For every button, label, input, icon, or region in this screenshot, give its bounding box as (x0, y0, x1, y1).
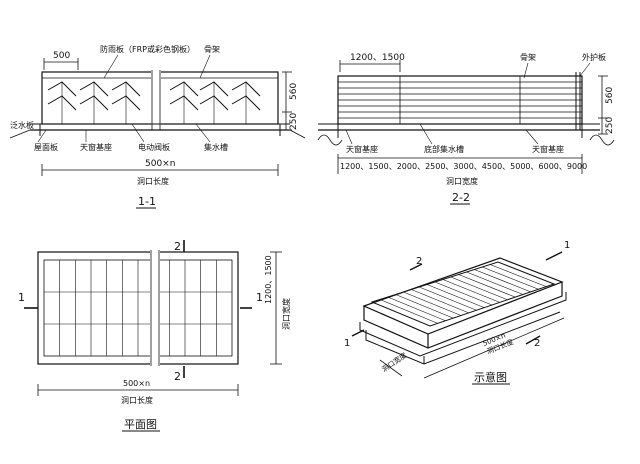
section-title: 1-1 (138, 195, 156, 208)
base-label-right: 天窗基座 (532, 144, 564, 154)
isometric-view: 1 2 1 2 洞口宽度 500×n 洞口长度 示意图 (344, 240, 570, 385)
length-dim-label: 500×n (145, 159, 175, 169)
plan-view: 2 2 1 1 1200、1500 洞口宽度 500×n 洞口长度 平面图 (18, 240, 291, 432)
section-2-2: 1200、1500 骨架 外护板 560 250 天窗基座 底部集水槽 天窗基座 (317, 52, 615, 205)
roof-panel-label: 屋面板 (34, 142, 58, 152)
side-label: 洞口宽度 (281, 298, 291, 330)
iso-louvers (379, 264, 547, 324)
frame-label: 骨架 (204, 45, 220, 54)
section-marker-left: 1 (18, 291, 25, 304)
louver-label: 防雨板（FRP或彩色钢板） (100, 44, 195, 54)
dim-top-label: 1200、1500 (350, 53, 405, 63)
gutter-label: 集水槽 (204, 142, 228, 152)
section-marker-bottom: 2 (174, 370, 181, 383)
valve-label: 电动阀板 (138, 142, 170, 152)
length-dim-label: 500×n (123, 379, 150, 388)
section-1-1: 500 防雨板（FRP或彩色钢板） 骨架 560 250 泛水板 屋面板 (9, 44, 306, 209)
height-560-label: 560 (289, 83, 299, 100)
opening-width-label: 洞口宽度 (446, 176, 478, 186)
section-marker-1-top: 1 (564, 240, 570, 251)
section-marker-2-top: 2 (416, 256, 422, 267)
section-marker-top: 2 (174, 240, 181, 253)
section-marker-1-left: 1 (344, 338, 350, 349)
base-label-left: 天窗基座 (346, 144, 378, 154)
iso-title: 示意图 (474, 370, 507, 384)
height-560-label: 560 (605, 87, 615, 104)
height-250-label: 250 (605, 117, 615, 134)
length-label: 洞口长度 (121, 395, 153, 405)
height-250-label: 250 (289, 113, 299, 130)
flashing-label: 泛水板 (10, 120, 34, 130)
width-options-label: 1200、1500、2000、2500、3000、4500、5000、6000、… (340, 162, 587, 171)
frame-label: 骨架 (520, 53, 536, 62)
side-dim-label: 1200、1500 (264, 255, 273, 304)
dim-500-label: 500 (53, 51, 70, 61)
section-marker-2-right: 2 (534, 338, 540, 349)
section-title: 2-2 (452, 191, 470, 204)
opening-length-label: 洞口长度 (137, 176, 169, 186)
bottom-gutter-label: 底部集水槽 (424, 144, 464, 154)
base-label: 天窗基座 (80, 142, 112, 152)
louver-blades (47, 81, 261, 124)
plan-grid (44, 260, 232, 356)
plan-title: 平面图 (124, 418, 157, 431)
section-marker-right: 1 (256, 291, 263, 304)
louver-lines (338, 81, 582, 119)
outer-panel-label: 外护板 (582, 52, 606, 62)
